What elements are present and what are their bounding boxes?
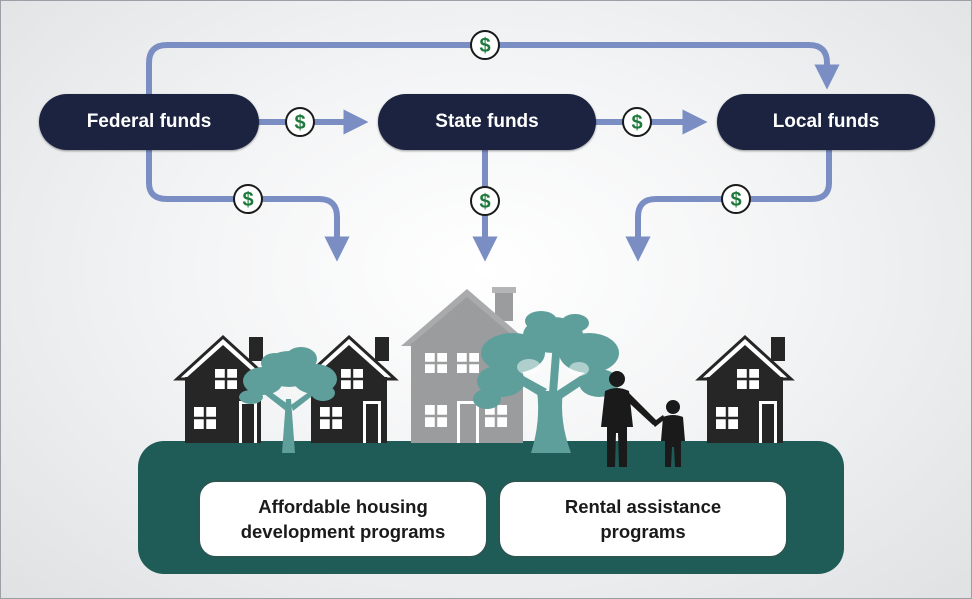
dollar-coin-state-down: $: [470, 186, 500, 216]
dollar-coin-top: $: [470, 30, 500, 60]
dollar-coin-federal-down: $: [233, 184, 263, 214]
dollar-sign-icon: $: [242, 189, 253, 211]
dollar-sign-icon: $: [479, 35, 490, 57]
dollar-coin-federal-state: $: [285, 107, 315, 137]
local-funds-node: Local funds: [717, 94, 935, 150]
tree-icon-large: [473, 311, 619, 453]
gray-house-icon: [401, 287, 533, 443]
affordable-housing-box: Affordable housing development programs: [198, 480, 488, 558]
federal-funds-node: Federal funds: [39, 94, 259, 150]
dollar-coin-state-local: $: [622, 107, 652, 137]
state-funds-node: State funds: [378, 94, 596, 150]
tree-icon-small: [239, 347, 337, 453]
parent-child-icon: [601, 371, 685, 467]
rental-assistance-box: Rental assistance programs: [498, 480, 788, 558]
dollar-sign-icon: $: [294, 112, 305, 134]
dollar-sign-icon: $: [479, 191, 490, 213]
dollar-sign-icon: $: [631, 112, 642, 134]
dollar-sign-icon: $: [730, 189, 741, 211]
house-icon-3: [695, 334, 795, 443]
dollar-coin-local-down: $: [721, 184, 751, 214]
